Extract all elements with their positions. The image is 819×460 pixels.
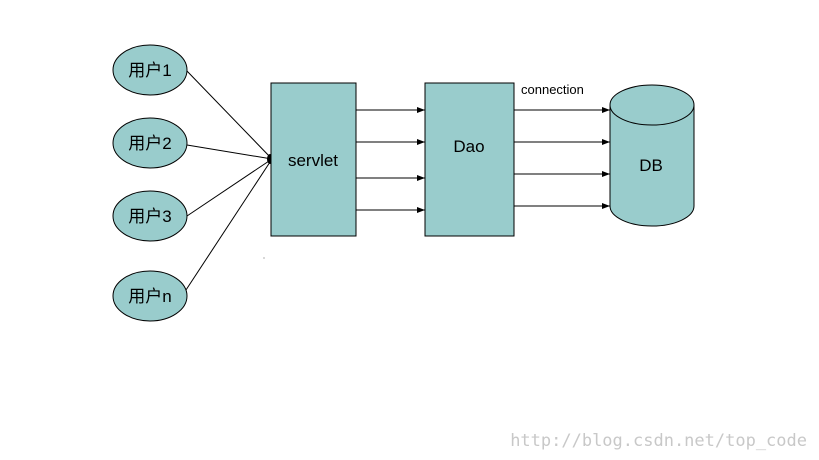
user-3-label: 用户3 <box>128 207 171 226</box>
user-node-3: 用户3 <box>112 190 188 242</box>
watermark-text: http://blog.csdn.net/top_code <box>510 431 807 451</box>
user-1-label: 用户1 <box>128 61 171 80</box>
user-node-1: 用户1 <box>112 44 188 96</box>
user-connectors <box>183 69 273 294</box>
db-label: DB <box>639 156 663 175</box>
dao-node: Dao <box>424 82 515 237</box>
user-1-connector <box>185 69 273 160</box>
dao-label: Dao <box>453 137 484 156</box>
user-n-connector <box>183 158 273 294</box>
user-node-n: 用户n <box>112 270 188 322</box>
user-node-2: 用户2 <box>112 117 188 169</box>
servlet-to-dao-arrows <box>356 107 425 213</box>
user-n-label: 用户n <box>128 287 171 306</box>
user-2-label: 用户2 <box>128 134 171 153</box>
user-2-connector <box>186 144 273 160</box>
servlet-node: servlet <box>270 82 357 237</box>
db-cylinder-body <box>609 105 695 227</box>
stray-dot <box>263 257 265 259</box>
dao-to-db-arrows <box>514 107 610 209</box>
servlet-label: servlet <box>288 151 338 170</box>
db-node: DB <box>609 84 695 227</box>
connection-label: connection <box>521 82 584 97</box>
db-cylinder-top <box>609 84 695 126</box>
user-3-connector <box>186 158 273 217</box>
